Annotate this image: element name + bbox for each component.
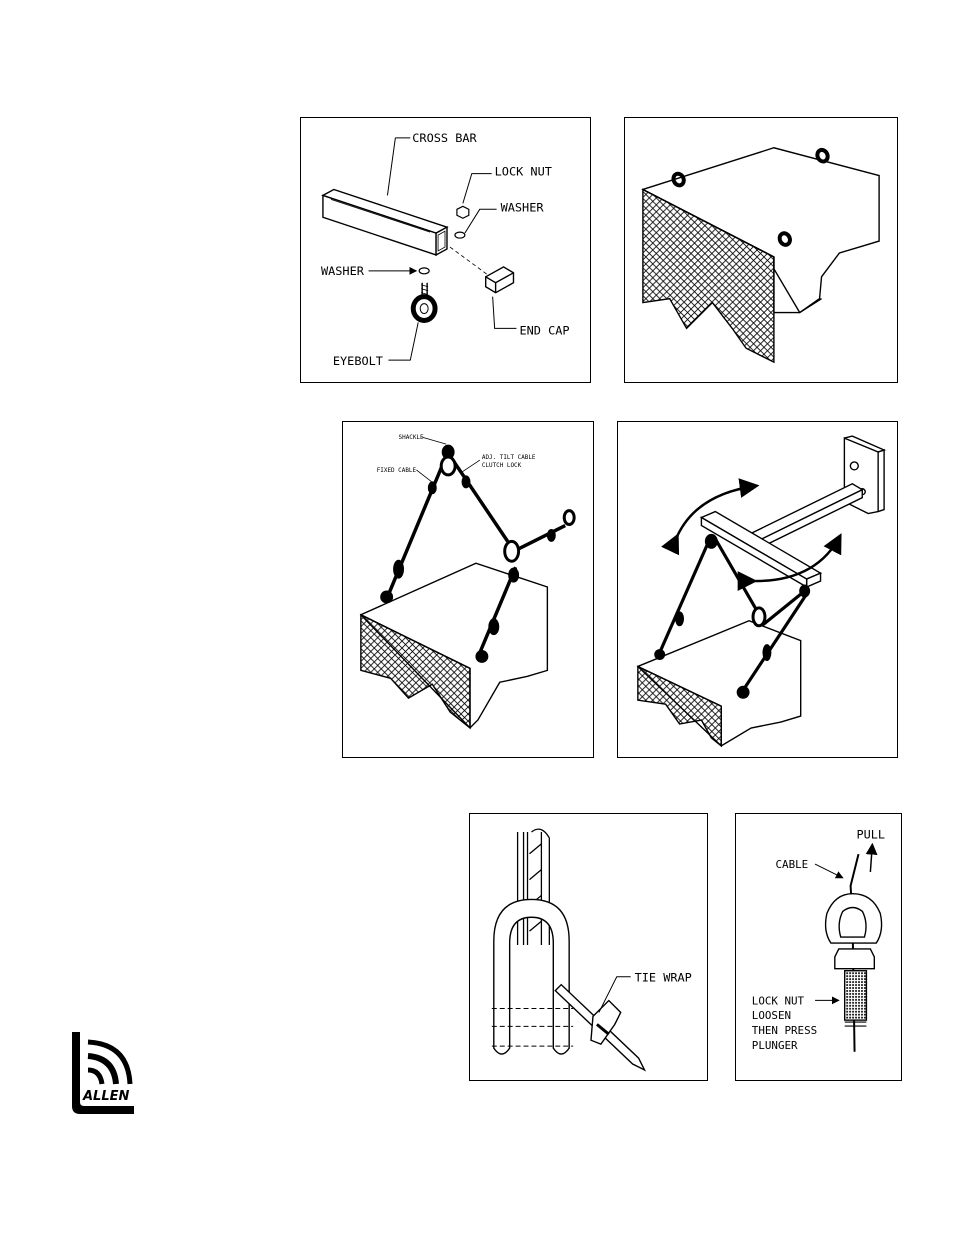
suspension-hardware bbox=[380, 444, 576, 663]
figure-wall-bracket bbox=[617, 421, 898, 758]
label-washer-top: WASHER bbox=[501, 200, 545, 214]
lock-nut-part bbox=[456, 205, 470, 219]
label-eyebolt: EYEBOLT bbox=[333, 354, 383, 368]
shackle-tie-wrap-drawing: TIE WRAP bbox=[491, 828, 692, 1072]
figure-cable-clutch: PULL CABLE LOCK NUT LOOSEN THEN PRESS PL… bbox=[735, 813, 902, 1081]
bracket-hardware bbox=[654, 533, 811, 699]
cross-bar-part bbox=[321, 188, 449, 257]
shackle-body bbox=[491, 898, 574, 1055]
speaker-eyebolts-drawing bbox=[641, 147, 880, 364]
figure-crossbar-assembly: CROSS BAR LOCK NUT WASHER END CAP WASHER bbox=[300, 117, 591, 383]
label-shackle: SHACKLE bbox=[399, 434, 424, 441]
figure-speaker-suspension: SHACKLE FIXED CABLE ADJ. TILT CABLE CLUT… bbox=[342, 421, 594, 758]
label-clutch-lock: CLUTCH LOCK bbox=[482, 462, 522, 469]
clutch-plunger bbox=[843, 970, 868, 1021]
logo-frame bbox=[72, 1032, 134, 1114]
speaker-eyebolts bbox=[671, 147, 830, 247]
label-lock-nut: LOCK NUT bbox=[752, 994, 805, 1007]
label-tie-wrap: TIE WRAP bbox=[635, 971, 692, 985]
label-adj-tilt-cable: ADJ. TILT CABLE bbox=[482, 454, 536, 461]
label-pull: PULL bbox=[857, 827, 886, 841]
bracket-cables bbox=[658, 534, 810, 692]
label-lock-nut-top: LOCK NUT bbox=[495, 165, 552, 179]
label-fixed-cable: FIXED CABLE bbox=[377, 467, 417, 474]
logo-text: ALLEN bbox=[82, 1089, 130, 1104]
speaker-suspension-drawing: SHACKLE FIXED CABLE ADJ. TILT CABLE CLUT… bbox=[359, 434, 576, 730]
label-then-press: THEN PRESS bbox=[752, 1024, 817, 1037]
crossbar-drawing: CROSS BAR LOCK NUT WASHER END CAP WASHER bbox=[321, 131, 570, 368]
logo-signal-arcs bbox=[87, 1039, 133, 1085]
tilt-arrows bbox=[661, 478, 842, 591]
tie-wrap bbox=[554, 983, 647, 1072]
clutch-nut bbox=[834, 948, 876, 970]
clutch-eye-ring bbox=[824, 892, 883, 944]
figure-speaker-eyebolts bbox=[624, 117, 898, 383]
washer-top-part bbox=[454, 231, 466, 239]
label-washer-left: WASHER bbox=[321, 264, 365, 278]
eyebolt-part bbox=[410, 282, 438, 323]
wall-bracket-drawing bbox=[636, 435, 887, 748]
allen-logo: ALLEN bbox=[66, 1030, 138, 1116]
cable-clutch-drawing: PULL CABLE LOCK NUT LOOSEN THEN PRESS PL… bbox=[752, 827, 886, 1052]
washer-left-part bbox=[418, 267, 430, 275]
label-end-cap: END CAP bbox=[519, 323, 569, 337]
label-cross-bar: CROSS BAR bbox=[412, 131, 477, 145]
label-loosen: LOOSEN bbox=[752, 1009, 791, 1022]
label-cable: CABLE bbox=[776, 858, 809, 871]
figure-shackle-tie-wrap: TIE WRAP bbox=[469, 813, 708, 1081]
bracket-arm bbox=[699, 482, 864, 589]
end-cap-part bbox=[485, 266, 515, 294]
cable-strand bbox=[516, 828, 550, 946]
label-plunger: PLUNGER bbox=[752, 1039, 798, 1052]
